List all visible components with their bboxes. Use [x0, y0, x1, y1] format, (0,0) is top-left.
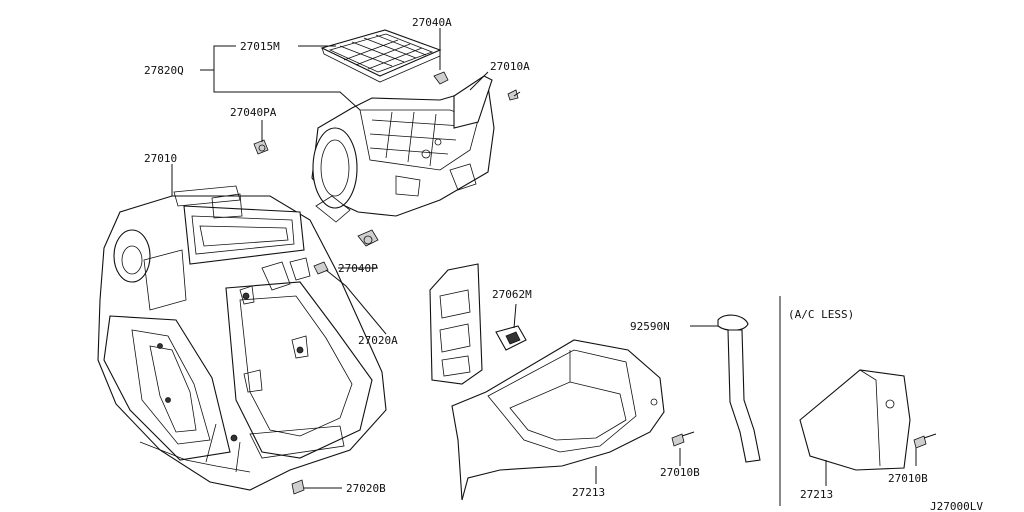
- label-27015m: 27015M: [240, 40, 280, 53]
- intake-housing-part: [311, 75, 495, 223]
- ac-less-duct-part: [799, 369, 911, 471]
- clip-27040p: [357, 229, 379, 247]
- label-27062m: 27062M: [492, 288, 532, 301]
- clip-27040a: [433, 64, 449, 85]
- label-27820q: 27820Q: [144, 64, 184, 77]
- diagram-code: J27000LV: [930, 500, 983, 512]
- air-filter-part: [320, 29, 442, 83]
- label-27040pa: 27040PA: [230, 106, 277, 119]
- heater-unit-assembly-part: [97, 185, 387, 491]
- screw-27010b-b: [913, 433, 937, 449]
- label-27010b-a: 27010B: [660, 466, 700, 479]
- label-27020b: 27020B: [346, 482, 386, 495]
- clip-27040pa: [253, 139, 269, 155]
- label-27010: 27010: [144, 152, 177, 165]
- label-92590n: 92590N: [630, 320, 670, 333]
- label-27213-b: 27213: [800, 488, 833, 501]
- screw-27010b-a: [671, 431, 695, 447]
- label-ac-less: (A/C LESS): [788, 308, 854, 321]
- lower-tray-part: [451, 339, 665, 501]
- label-27040a: 27040A: [412, 16, 452, 29]
- label-27213-a: 27213: [572, 486, 605, 499]
- label-27020a: 27020A: [358, 334, 398, 347]
- screw-27020a: [313, 261, 329, 275]
- leader-lines: [171, 28, 917, 489]
- label-27040p: 27040P: [338, 262, 378, 275]
- screw-27010a: [507, 89, 521, 101]
- label-27010a: 27010A: [490, 60, 530, 73]
- drain-hose-part: [717, 314, 761, 463]
- connector-27062m: [495, 325, 527, 351]
- screw-27020b: [291, 479, 305, 495]
- bracket-part: [429, 263, 483, 385]
- label-27010b-b: 27010B: [888, 472, 928, 485]
